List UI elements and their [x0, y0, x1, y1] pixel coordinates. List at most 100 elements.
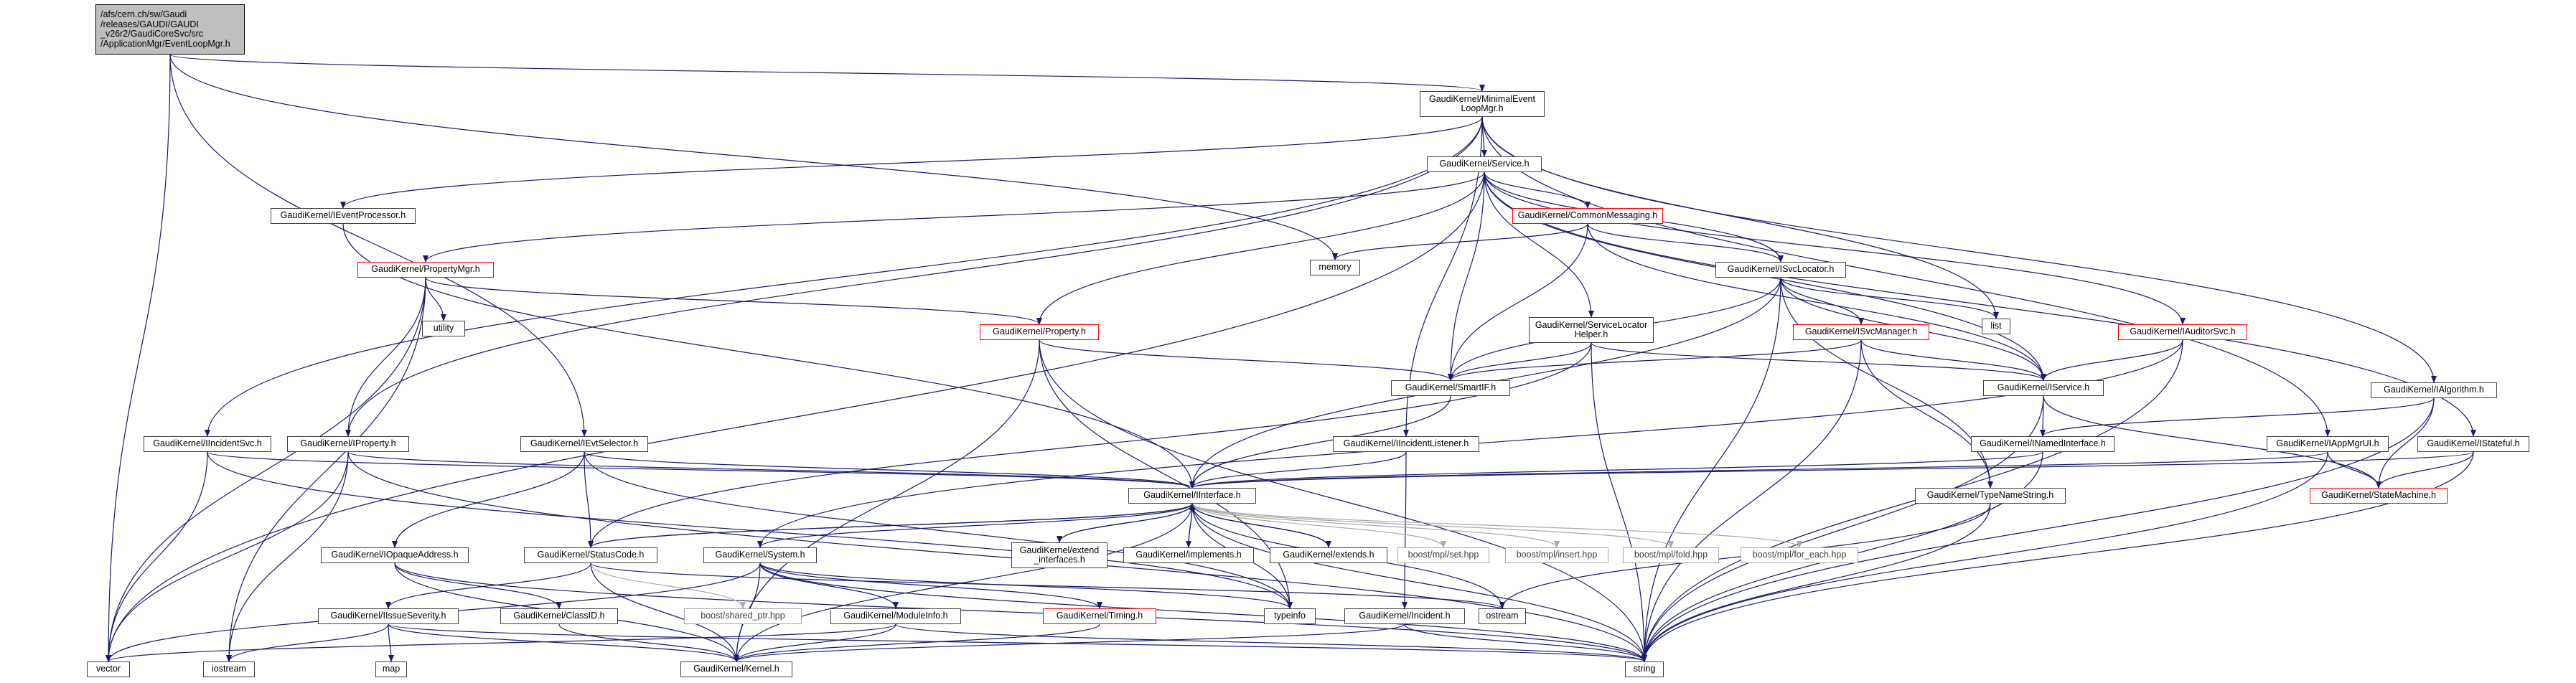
node-event-loop-mgr-header[interactable]: /afs/cern.ch/sw/Gaudi /releases/GAUDI/GA… — [95, 4, 245, 55]
node-module-info[interactable]: GaudiKernel/ModuleInfo.h — [830, 608, 961, 624]
node-line: GaudiKernel/MinimalEvent — [1429, 93, 1535, 104]
node-typeinfo[interactable]: typeinfo — [1264, 608, 1316, 624]
node-extends[interactable]: GaudiKernel/extends.h — [1270, 547, 1387, 563]
edge-status-code-to-kernel — [590, 562, 739, 662]
node-type-name-string[interactable]: GaudiKernel/TypeNameString.h — [1915, 488, 2066, 504]
node-string[interactable]: string — [1625, 661, 1664, 677]
edge-event-loop-mgr-header-to-minimal-event-loop-mgr — [169, 54, 1485, 92]
node-iincident-listener[interactable]: GaudiKernel/IIncidentListener.h — [1333, 436, 1479, 452]
node-property[interactable]: GaudiKernel/Property.h — [980, 324, 1099, 340]
node-system[interactable]: GaudiKernel/System.h — [703, 547, 817, 563]
node-istateful[interactable]: GaudiKernel/IStateful.h — [2417, 436, 2529, 452]
node-isvc-locator[interactable]: GaudiKernel/ISvcLocator.h — [1715, 262, 1846, 278]
node-class-id[interactable]: GaudiKernel/ClassID.h — [500, 608, 618, 624]
node-line: /ApplicationMgr/EventLoopMgr.h — [100, 38, 230, 49]
node-line: Helper.h — [1574, 329, 1608, 339]
node-list[interactable]: list — [1982, 319, 2010, 334]
edge-property-mgr-to-iproperty — [345, 277, 426, 437]
node-common-messaging[interactable]: GaudiKernel/CommonMessaging.h — [1512, 208, 1663, 224]
node-line: LoopMgr.h — [1461, 103, 1504, 113]
node-boost-mpl-insert[interactable]: boost/mpl/insert.hpp — [1505, 547, 1608, 563]
edge-service-to-service-locator-helper — [1484, 171, 1594, 318]
edge-ievt-selector-to-status-code — [584, 451, 594, 548]
node-service[interactable]: GaudiKernel/Service.h — [1427, 156, 1542, 172]
node-iostream[interactable]: iostream — [203, 661, 255, 677]
node-utility[interactable]: utility — [422, 321, 465, 336]
edge-isvc-manager-to-smart-if — [1448, 339, 1862, 381]
node-boost-mpl-for-each[interactable]: boost/mpl/for_each.hpp — [1741, 547, 1858, 563]
node-iincident-svc[interactable]: GaudiKernel/IIncidentSvc.h — [144, 436, 271, 452]
edge-iincident-svc-to-typeinfo — [207, 451, 1293, 609]
edge-isvc-manager-to-iservice — [1860, 339, 2046, 381]
node-iapp-mgr-ui[interactable]: GaudiKernel/IAppMgrUI.h — [2267, 436, 2389, 452]
node-line: _interfaces.h — [1034, 555, 1085, 565]
node-label: GaudiKernel/StateMachine.h — [2321, 490, 2436, 501]
edge-ievt-selector-to-iopaque-address — [392, 451, 585, 548]
edge-isvc-locator-to-string — [1641, 277, 1781, 662]
node-ievent-processor[interactable]: GaudiKernel/IEventProcessor.h — [271, 208, 416, 224]
edge-ialgorithm-to-state-machine — [2376, 397, 2435, 489]
edge-common-messaging-to-iservice — [1587, 223, 2046, 381]
node-label: GaudiKernel/IInterface.h — [1143, 490, 1241, 501]
node-ievt-selector[interactable]: GaudiKernel/IEvtSelector.h — [520, 436, 648, 452]
edge-property-mgr-to-vector — [106, 277, 426, 662]
node-timing[interactable]: GaudiKernel/Timing.h — [1043, 608, 1156, 624]
node-memory[interactable]: memory — [1310, 260, 1360, 275]
edge-status-code-to-ostream — [590, 562, 1505, 609]
node-line: /releases/GAUDI/GAUDI — [100, 19, 199, 29]
edge-isvc-locator-to-type-name-string — [1780, 277, 1993, 489]
edge-extend-interfaces-to-iinterface — [1059, 503, 1195, 543]
node-label: GaudiKernel/IOpaqueAddress.h — [331, 550, 459, 560]
edge-minimal-event-loop-mgr-to-iapp-mgr-ui — [1481, 116, 2331, 437]
node-boost-shared-ptr[interactable]: boost/shared_ptr.hpp — [684, 608, 802, 624]
edge-isvc-locator-to-isvc-manager — [1780, 277, 1864, 325]
node-iservice[interactable]: GaudiKernel/IService.h — [1983, 380, 2104, 396]
edge-inamed-interface-to-iinterface — [1189, 451, 2043, 489]
node-kernel[interactable]: GaudiKernel/Kernel.h — [680, 661, 792, 677]
node-status-code[interactable]: GaudiKernel/StatusCode.h — [524, 547, 657, 563]
node-label: GaudiKernel/IIssueSeverity.h — [330, 611, 446, 621]
edge-service-to-smart-if — [1448, 171, 1485, 381]
node-label: GaudiKernel/ISvcLocator.h — [1727, 264, 1835, 275]
edge-property-to-smart-if — [1039, 339, 1453, 381]
node-ostream[interactable]: ostream — [1479, 608, 1526, 624]
edge-module-info-to-string — [895, 623, 1647, 662]
edge-property-mgr-to-utility — [425, 277, 446, 321]
node-minimal-event-loop-mgr[interactable]: GaudiKernel/MinimalEvent LoopMgr.h — [1420, 91, 1545, 117]
node-iproperty[interactable]: GaudiKernel/IProperty.h — [287, 436, 409, 452]
node-extend-interfaces[interactable]: GaudiKernel/extend _interfaces.h — [1011, 542, 1107, 568]
node-incident[interactable]: GaudiKernel/Incident.h — [1344, 608, 1465, 624]
node-ialgorithm[interactable]: GaudiKernel/IAlgorithm.h — [2371, 382, 2497, 398]
edge-isvc-locator-to-list — [1780, 277, 1999, 319]
node-iauditor-svc[interactable]: GaudiKernel/IAuditorSvc.h — [2118, 324, 2247, 340]
node-label: GaudiKernel/PropertyMgr.h — [371, 264, 480, 275]
edge-incident-to-kernel — [734, 623, 1405, 662]
node-state-machine[interactable]: GaudiKernel/StateMachine.h — [2310, 488, 2448, 504]
edge-iapp-mgr-ui-to-string — [1641, 451, 2328, 662]
node-label: GaudiKernel/extends.h — [1283, 550, 1374, 560]
node-iopaque-address[interactable]: GaudiKernel/IOpaqueAddress.h — [321, 547, 469, 563]
node-implements[interactable]: GaudiKernel/implements.h — [1123, 547, 1254, 563]
node-inamed-interface[interactable]: GaudiKernel/INamedInterface.h — [1971, 436, 2114, 452]
node-boost-mpl-set[interactable]: boost/mpl/set.hpp — [1397, 547, 1489, 563]
edge-system-to-timing — [759, 562, 1102, 609]
node-boost-mpl-fold[interactable]: boost/mpl/fold.hpp — [1623, 547, 1719, 563]
node-vector[interactable]: vector — [87, 661, 130, 677]
node-service-locator-helper[interactable]: GaudiKernel/ServiceLocator Helper.h — [1529, 317, 1654, 343]
edge-minimal-event-loop-mgr-to-ievent-processor — [340, 116, 1483, 209]
node-label: boost/mpl/for_each.hpp — [1752, 550, 1847, 560]
edge-iproperty-to-vector — [106, 451, 349, 662]
node-iinterface[interactable]: GaudiKernel/IInterface.h — [1128, 488, 1256, 504]
edge-status-code-to-iissue-severity — [385, 562, 591, 609]
edge-iinterface-to-boost-mpl-set — [1191, 503, 1446, 548]
edge-iapp-mgr-ui-to-iinterface — [1189, 451, 2328, 489]
node-label: GaudiKernel/IAlgorithm.h — [2384, 385, 2484, 395]
node-isvc-manager[interactable]: GaudiKernel/ISvcManager.h — [1793, 324, 1929, 340]
node-iissue-severity[interactable]: GaudiKernel/IIssueSeverity.h — [318, 608, 459, 624]
node-property-mgr[interactable]: GaudiKernel/PropertyMgr.h — [357, 262, 494, 278]
node-label: boost/mpl/fold.hpp — [1634, 550, 1708, 560]
node-label: utility — [433, 323, 454, 334]
node-map[interactable]: map — [375, 661, 407, 677]
node-smart-if[interactable]: GaudiKernel/SmartIF.h — [1391, 380, 1510, 396]
